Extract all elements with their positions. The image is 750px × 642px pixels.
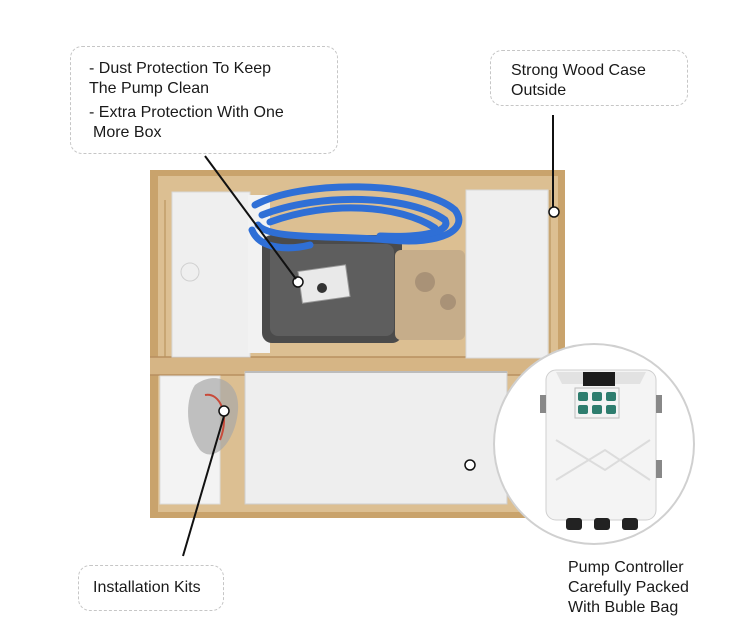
- leader-line-dust: [204, 155, 297, 280]
- callout-line: Outside: [511, 82, 567, 99]
- callout-line: The Pump Clean: [89, 80, 210, 97]
- white-inner-box: [244, 371, 508, 505]
- marker-dot-kits: [218, 405, 230, 417]
- blue-cable-coil: [248, 183, 463, 252]
- callout-line: Strong Wood Case: [511, 62, 646, 79]
- dust-protection-callout: - Dust Protection To Keep The Pump Clean…: [70, 46, 338, 154]
- callout-line: - Extra Protection With One: [89, 104, 284, 121]
- leader-line-kits: [182, 415, 225, 557]
- marker-dot-wood: [548, 206, 560, 218]
- installation-kits-callout: Installation Kits: [78, 565, 224, 611]
- marker-dot-box: [464, 459, 476, 471]
- label-line: Carefully Packed: [568, 579, 689, 596]
- pump-controller-inset: [493, 343, 695, 545]
- pump-controller-label: Pump Controller Carefully Packed With Bu…: [568, 558, 689, 618]
- wrapped-pump: [262, 235, 465, 343]
- label-line: With Buble Bag: [568, 599, 679, 616]
- wood-case-callout: Strong Wood Case Outside: [490, 50, 688, 106]
- callout-line: Installation Kits: [93, 579, 201, 596]
- marker-dot-pump: [292, 276, 304, 288]
- label-line: Pump Controller: [568, 559, 684, 576]
- callout-line: More Box: [93, 124, 162, 141]
- callout-line: - Dust Protection To Keep: [89, 60, 272, 77]
